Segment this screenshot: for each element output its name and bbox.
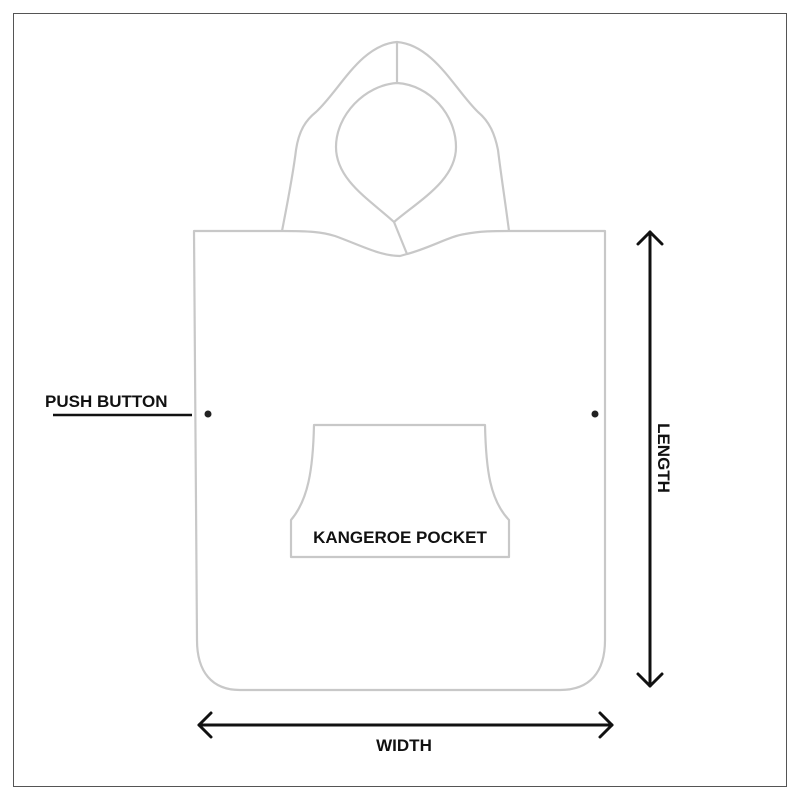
kangaroo-pocket xyxy=(289,423,511,559)
hood-overlap xyxy=(392,221,409,255)
push-button-label: PUSH BUTTON xyxy=(45,392,167,411)
width-arrow xyxy=(197,711,614,739)
hood-face-opening xyxy=(334,81,458,224)
frame-border xyxy=(13,13,787,787)
pocket-label: KANGEROE POCKET xyxy=(313,528,487,547)
push-button-left xyxy=(204,410,212,418)
hood-outer xyxy=(280,40,511,232)
length-arrow xyxy=(636,230,664,688)
push-button-right xyxy=(591,410,599,418)
length-label: LENGTH xyxy=(654,423,673,493)
body xyxy=(192,229,607,692)
width-label: WIDTH xyxy=(376,736,432,755)
poncho-outline xyxy=(192,40,607,692)
